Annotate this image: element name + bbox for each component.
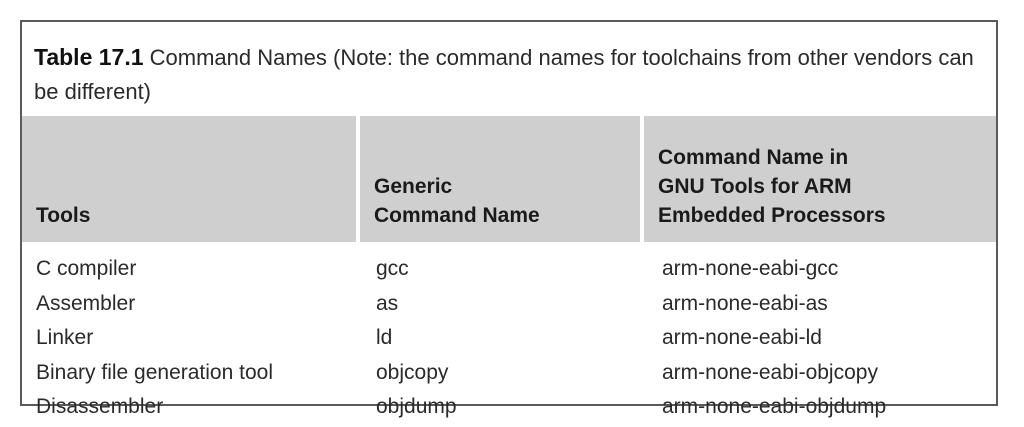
table-row: Assembler as arm-none-eabi-as [22,287,996,322]
table-cell-gnu-command: arm-none-eabi-ld [662,326,822,349]
column-header-line: Embedded Processors [658,204,886,227]
table-row: Binary file generation tool objcopy arm-… [22,356,996,391]
table-cell-generic-command: objdump [376,395,457,418]
table-frame: Table 17.1 Command Names (Note: the comm… [20,20,998,418]
table-cell-gnu-command: arm-none-eabi-objcopy [662,360,878,384]
column-header-line: Command Name in [658,146,849,169]
table-cell-gnu-command: arm-none-eabi-gcc [662,257,839,280]
column-header-gnu-command-name: Command Name in GNU Tools for ARM Embedd… [644,116,996,242]
table-cell-generic-command: gcc [376,257,409,280]
table-cell-tool: Assembler [36,291,136,315]
table-row: Linker ld arm-none-eabi-ld [22,321,996,356]
column-header-generic-command-name: Generic Command Name [360,116,640,242]
table-cell-tool: Disassembler [36,395,164,418]
column-header-line: GNU Tools for ARM [658,175,852,198]
table-cell-tool: Linker [36,326,94,349]
table-cell-generic-command: objcopy [376,360,449,384]
table-caption: Table 17.1 Command Names (Note: the comm… [34,40,989,109]
table-cell-tool: C compiler [36,257,137,280]
table-header-row: Tools Generic Command Name Command Name … [22,116,996,242]
table-caption-label: Table 17.1 [34,44,144,70]
table-cell-gnu-command: arm-none-eabi-as [662,291,828,315]
table-cell-generic-command: ld [376,326,393,349]
table-row: C compiler gcc arm-none-eabi-gcc [22,252,996,287]
column-header-line: Command Name [374,204,540,227]
table-row: Disassembler objdump arm-none-eabi-objdu… [22,390,996,425]
table-body: C compiler gcc arm-none-eabi-gcc Assembl… [22,252,996,425]
column-header-line: Generic [374,175,453,198]
table-caption-text: Command Names (Note: the command names f… [34,45,974,104]
table-cell-tool: Binary file generation tool [36,360,273,384]
column-header-line: Tools [36,204,91,227]
table-cell-generic-command: as [376,291,399,315]
column-header-tools: Tools [22,116,356,242]
table-cell-gnu-command: arm-none-eabi-objdump [662,395,887,418]
